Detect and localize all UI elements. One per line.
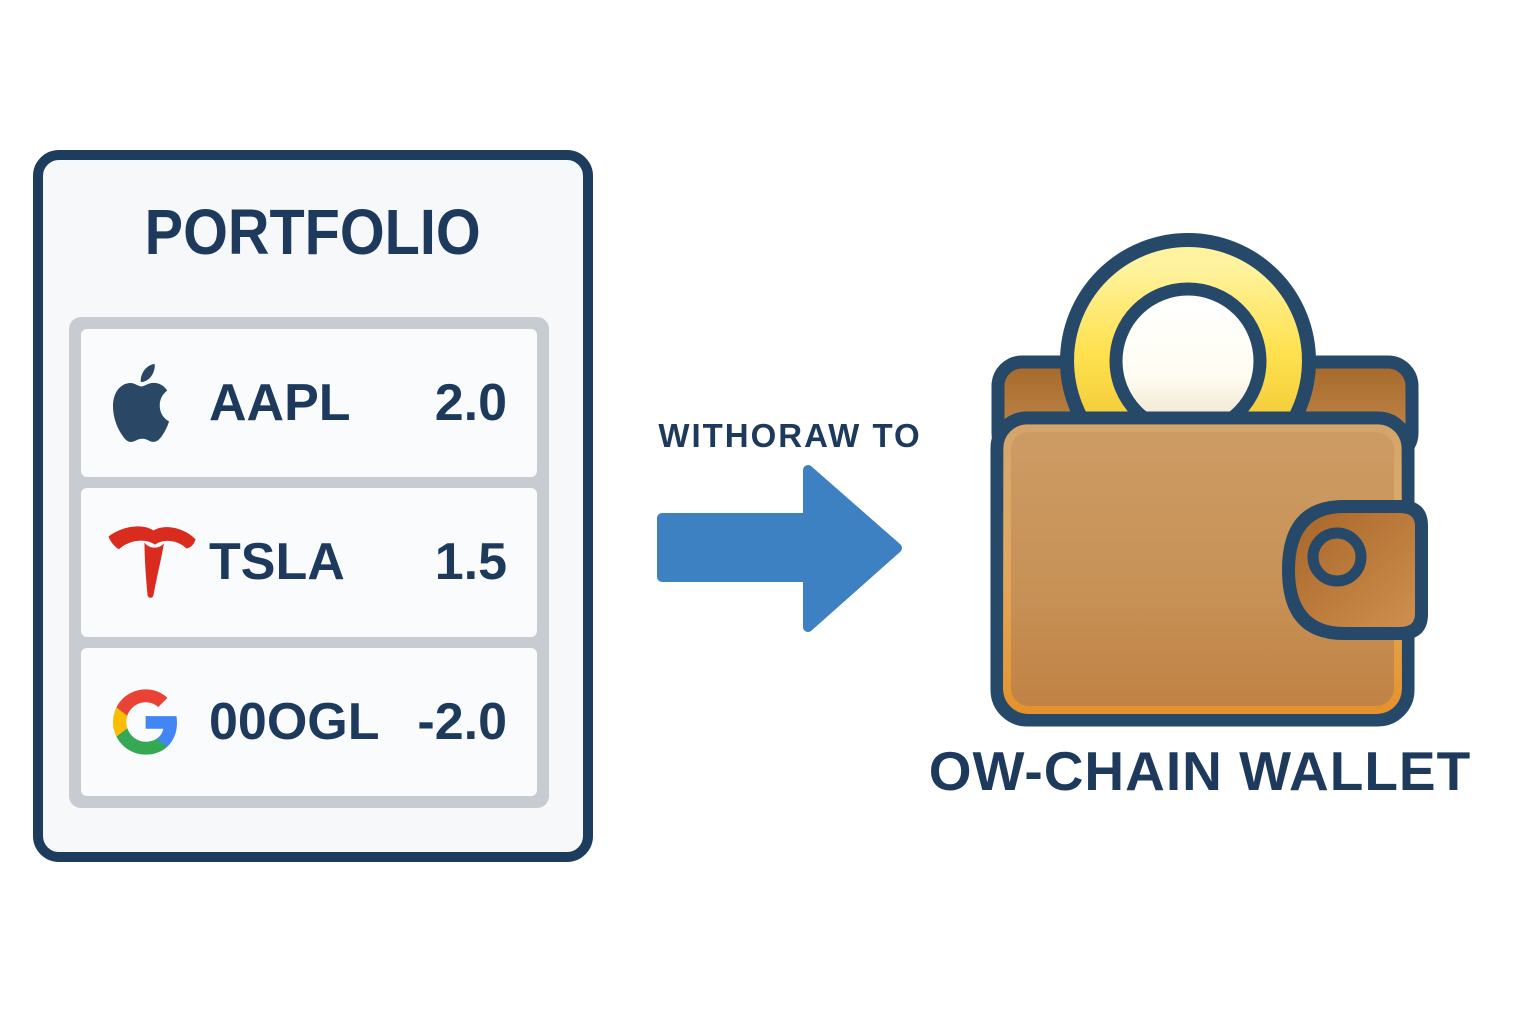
holding-row-tsla: TSLA 1.5 <box>81 488 537 637</box>
wallet-strap <box>1282 500 1428 640</box>
holdings-list: AAPL 2.0 TSLA 1.5 <box>69 317 549 808</box>
portfolio-title: PORTFOLIO <box>43 200 583 264</box>
portfolio-title-text: PORTFOLIO <box>145 196 481 268</box>
holding-ticker: AAPL <box>209 374 351 433</box>
transfer-label: WITHORAW TO <box>658 417 922 454</box>
holding-ticker: 00OGL <box>209 692 380 751</box>
holding-amount: 1.5 <box>434 533 507 592</box>
holding-amount: -2.0 <box>417 692 507 751</box>
portfolio-card: PORTFOLIO AAPL 2.0 <box>33 150 593 862</box>
holding-row-aapl: AAPL 2.0 <box>81 329 537 478</box>
strap-button <box>1307 527 1367 587</box>
wallet-with-coin-icon <box>990 233 1428 727</box>
google-logo-icon <box>113 689 209 755</box>
holding-ticker: TSLA <box>209 533 345 592</box>
right-arrow-icon <box>657 465 902 632</box>
holding-row-googl: 00OGL -2.0 <box>81 647 537 796</box>
wallet-label: OW-CHAIN WALLET <box>928 740 1472 802</box>
holding-amount: 2.0 <box>434 374 507 433</box>
tesla-logo-icon <box>108 524 209 600</box>
apple-logo-icon <box>113 364 209 443</box>
